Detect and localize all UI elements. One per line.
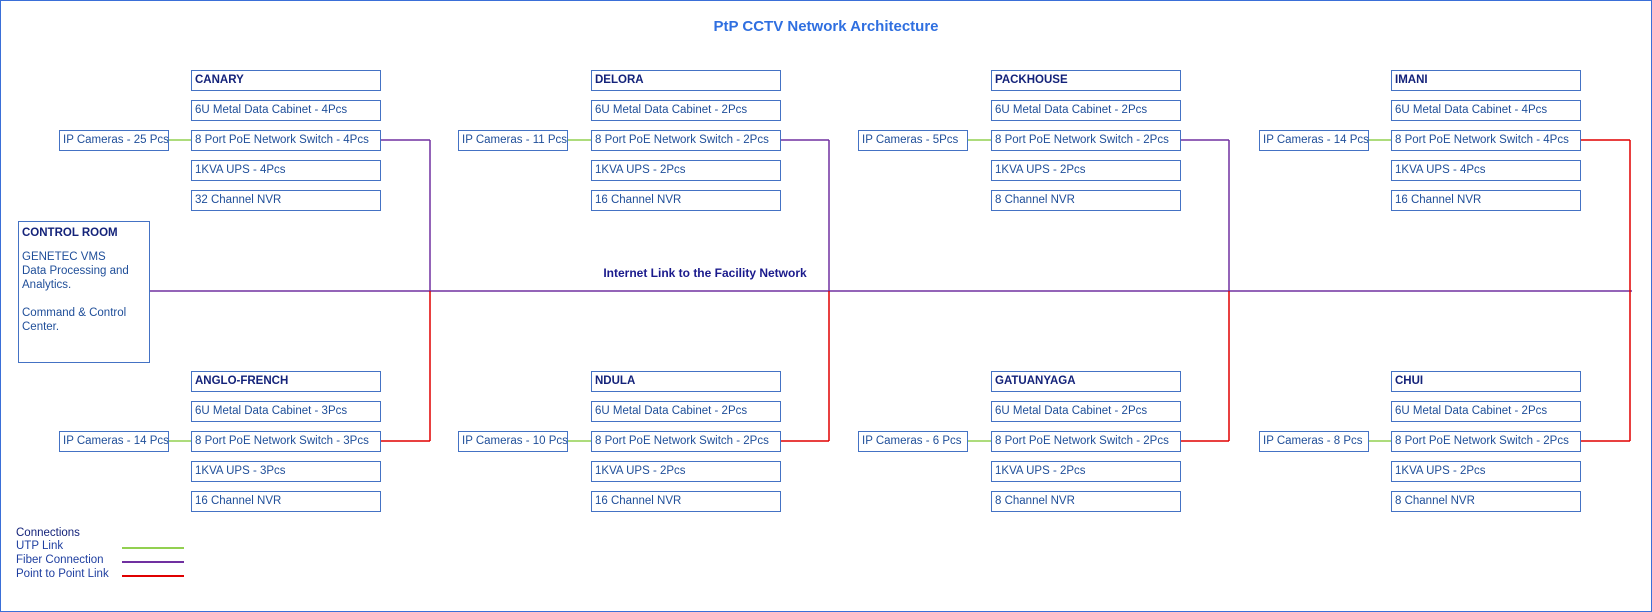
packhouse-ip-cameras: IP Cameras - 5Pcs xyxy=(858,130,968,151)
chui-ip-cameras: IP Cameras - 8 Pcs xyxy=(1259,431,1369,452)
imani-switch-item: 8 Port PoE Network Switch - 4Pcs xyxy=(1391,130,1581,151)
legend-utp-swatch xyxy=(122,547,184,549)
legend-ptp-label: Point to Point Link xyxy=(16,568,109,580)
gatuanyaga-cabinet-item: 6U Metal Data Cabinet - 2Pcs xyxy=(991,401,1181,422)
ndula-site-name: NDULA xyxy=(591,371,781,392)
canary-site-name: CANARY xyxy=(191,70,381,91)
ndula-ups-item: 1KVA UPS - 2Pcs xyxy=(591,461,781,482)
chui-site-name: CHUI xyxy=(1391,371,1581,392)
control-room-vms-text: GENETEC VMS Data Processing and Analytic… xyxy=(22,251,129,291)
gatuanyaga-ups-item: 1KVA UPS - 2Pcs xyxy=(991,461,1181,482)
anglo-french-site-name: ANGLO-FRENCH xyxy=(191,371,381,392)
delora-ip-cameras: IP Cameras - 11 Pcs xyxy=(458,130,568,151)
anglo-french-nvr-item: 16 Channel NVR xyxy=(191,491,381,512)
delora-site-name: DELORA xyxy=(591,70,781,91)
canary-cabinet-item: 6U Metal Data Cabinet - 4Pcs xyxy=(191,100,381,121)
internet-link-label: Internet Link to the Facility Network xyxy=(603,266,807,280)
ndula-nvr-item: 16 Channel NVR xyxy=(591,491,781,512)
legend-title: Connections xyxy=(16,527,80,539)
delora-cabinet-item: 6U Metal Data Cabinet - 2Pcs xyxy=(591,100,781,121)
legend-fiber-swatch xyxy=(122,561,184,563)
imani-ip-cameras: IP Cameras - 14 Pcs xyxy=(1259,130,1369,151)
imani-site-name: IMANI xyxy=(1391,70,1581,91)
packhouse-switch-item: 8 Port PoE Network Switch - 2Pcs xyxy=(991,130,1181,151)
legend-fiber-label: Fiber Connection xyxy=(16,554,104,566)
imani-cabinet-item: 6U Metal Data Cabinet - 4Pcs xyxy=(1391,100,1581,121)
anglo-french-ups-item: 1KVA UPS - 3Pcs xyxy=(191,461,381,482)
gatuanyaga-switch-item: 8 Port PoE Network Switch - 2Pcs xyxy=(991,431,1181,452)
chui-ups-item: 1KVA UPS - 2Pcs xyxy=(1391,461,1581,482)
legend-fiber: Fiber Connection xyxy=(16,554,186,568)
legend-utp-label: UTP Link xyxy=(16,540,64,552)
chui-switch-item: 8 Port PoE Network Switch - 2Pcs xyxy=(1391,431,1581,452)
anglo-french-cabinet-item: 6U Metal Data Cabinet - 3Pcs xyxy=(191,401,381,422)
diagram-title: PtP CCTV Network Architecture xyxy=(713,18,939,35)
imani-nvr-item: 16 Channel NVR xyxy=(1391,190,1581,211)
ndula-ip-cameras: IP Cameras - 10 Pcs xyxy=(458,431,568,452)
gatuanyaga-ip-cameras: IP Cameras - 6 Pcs xyxy=(858,431,968,452)
packhouse-nvr-item: 8 Channel NVR xyxy=(991,190,1181,211)
packhouse-site-name: PACKHOUSE xyxy=(991,70,1181,91)
delora-nvr-item: 16 Channel NVR xyxy=(591,190,781,211)
anglo-french-switch-item: 8 Port PoE Network Switch - 3Pcs xyxy=(191,431,381,452)
legend-ptp-swatch xyxy=(122,575,184,577)
canary-ups-item: 1KVA UPS - 4Pcs xyxy=(191,160,381,181)
gatuanyaga-site-name: GATUANYAGA xyxy=(991,371,1181,392)
control-room-title: CONTROL ROOM xyxy=(22,227,118,239)
control-room-box: CONTROL ROOM GENETEC VMS Data Processing… xyxy=(18,221,150,363)
delora-ups-item: 1KVA UPS - 2Pcs xyxy=(591,160,781,181)
packhouse-cabinet-item: 6U Metal Data Cabinet - 2Pcs xyxy=(991,100,1181,121)
imani-ups-item: 1KVA UPS - 4Pcs xyxy=(1391,160,1581,181)
control-room-command-text: Command & Control Center. xyxy=(22,307,127,333)
legend-utp: UTP Link xyxy=(16,540,186,554)
chui-cabinet-item: 6U Metal Data Cabinet - 2Pcs xyxy=(1391,401,1581,422)
legend-ptp: Point to Point Link xyxy=(16,568,186,582)
legend: Connections UTP Link Fiber Connection Po… xyxy=(16,527,186,582)
canary-ip-cameras: IP Cameras - 25 Pcs xyxy=(59,130,169,151)
anglo-french-ip-cameras: IP Cameras - 14 Pcs xyxy=(59,431,169,452)
gatuanyaga-nvr-item: 8 Channel NVR xyxy=(991,491,1181,512)
chui-nvr-item: 8 Channel NVR xyxy=(1391,491,1581,512)
ndula-cabinet-item: 6U Metal Data Cabinet - 2Pcs xyxy=(591,401,781,422)
packhouse-ups-item: 1KVA UPS - 2Pcs xyxy=(991,160,1181,181)
ndula-switch-item: 8 Port PoE Network Switch - 2Pcs xyxy=(591,431,781,452)
canary-nvr-item: 32 Channel NVR xyxy=(191,190,381,211)
delora-switch-item: 8 Port PoE Network Switch - 2Pcs xyxy=(591,130,781,151)
canary-switch-item: 8 Port PoE Network Switch - 4Pcs xyxy=(191,130,381,151)
